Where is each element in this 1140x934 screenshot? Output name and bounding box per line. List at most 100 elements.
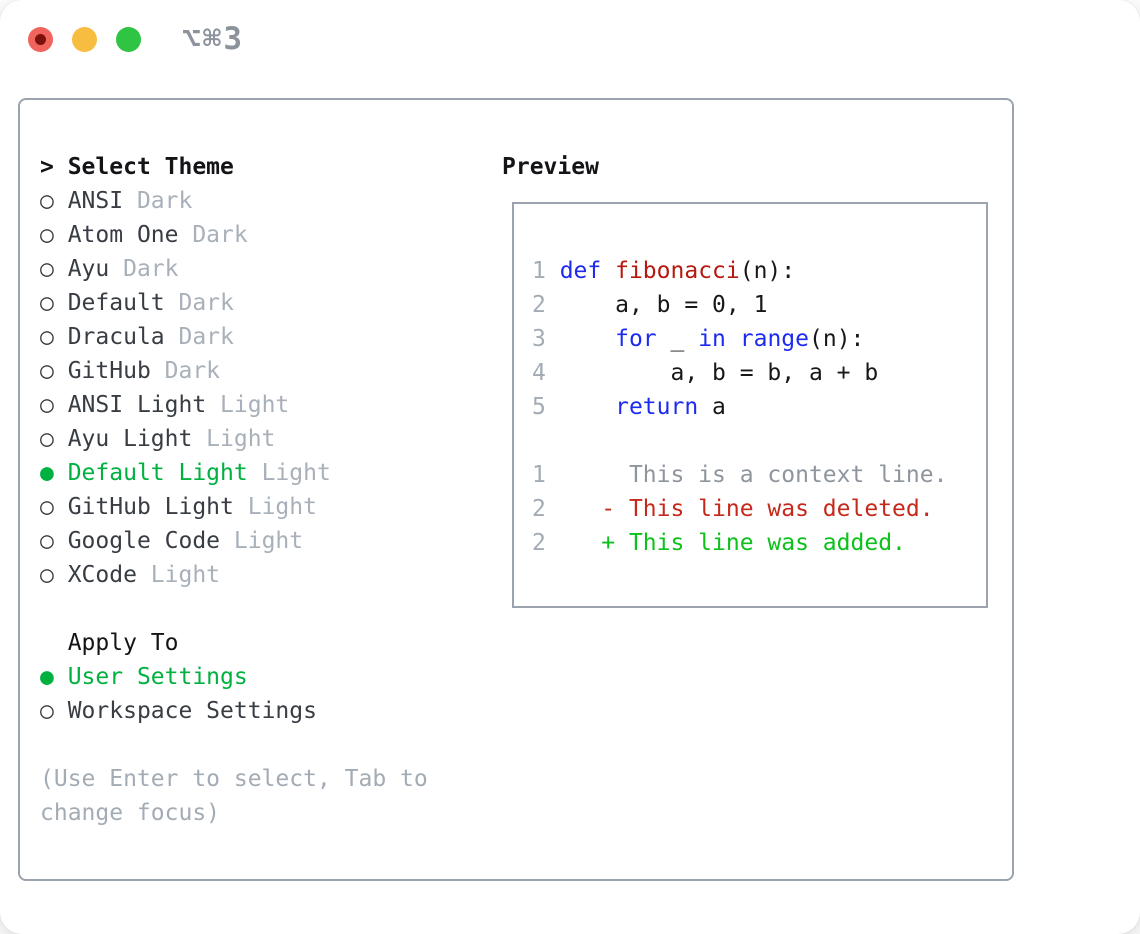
preview-code-line: 2 + This line was added. [532, 526, 986, 560]
line-number: 2 [532, 530, 560, 556]
code-segment-plain [560, 394, 615, 420]
code-segment-keyword: def [559, 258, 602, 284]
code-segment-plain [601, 258, 615, 284]
preview-code-line: 2 - This line was deleted. [532, 492, 986, 526]
theme-variant-badge: Light [206, 426, 276, 452]
radio-unselected-icon: ○ [40, 528, 54, 554]
code-segment-keyword: for [615, 326, 657, 352]
theme-name: GitHub Light [67, 494, 234, 520]
line-number: 1 [532, 462, 560, 488]
apply-option-name: User Settings [67, 664, 248, 690]
preview-code-line: 2 a, b = 0, 1 [532, 288, 986, 322]
theme-name: Default [67, 290, 165, 316]
theme-variant-badge: Light [247, 494, 317, 520]
keyboard-hint-line-1: (Use Enter to select, Tab to [40, 766, 428, 792]
apply-option-user-settings[interactable]: ● User Settings [40, 660, 428, 694]
radio-unselected-icon: ○ [40, 188, 54, 214]
theme-name: Default Light [67, 460, 248, 486]
line-number: 4 [532, 360, 560, 386]
theme-variant-badge: Light [150, 562, 221, 588]
section-gap [40, 728, 428, 762]
preview-code-line: 3 for _ in range(n): [532, 322, 986, 356]
code-segment-keyword: return [615, 394, 699, 420]
code-segment-plain: (n): [809, 326, 865, 352]
radio-unselected-icon: ○ [40, 494, 54, 520]
window-shortcut-label: ⌥⌘3 [182, 21, 244, 57]
theme-variant-badge: Light [220, 392, 290, 418]
code-segment-plain: a, b = 0, 1 [559, 292, 768, 318]
select-theme-header: >Select Theme [40, 150, 428, 184]
line-number [532, 428, 560, 454]
theme-name: ANSI Light [67, 392, 207, 418]
theme-name: XCode [67, 562, 137, 588]
radio-selected-icon: ● [40, 664, 54, 690]
theme-option-ansi-light[interactable]: ○ ANSI Light Light [40, 388, 428, 422]
radio-unselected-icon: ○ [40, 698, 54, 724]
select-theme-header-label: Select Theme [67, 154, 234, 180]
code-segment-keyword: range [739, 326, 809, 352]
theme-option-default[interactable]: ○ Default Dark [40, 286, 428, 320]
theme-variant-badge: Light [261, 460, 331, 486]
theme-option-default-light[interactable]: ● Default Light Light [40, 456, 428, 490]
code-segment-keyword: in [698, 326, 726, 352]
theme-option-github[interactable]: ○ GitHub Dark [40, 354, 428, 388]
code-segment-plain: (n): [739, 258, 796, 284]
theme-name: Atom One [67, 222, 179, 248]
radio-unselected-icon: ○ [40, 358, 54, 384]
line-number: 1 [532, 258, 560, 284]
theme-option-google-code[interactable]: ○ Google Code Light [40, 524, 428, 558]
apply-to-header: Apply To [67, 630, 179, 656]
line-number: 2 [532, 292, 560, 318]
zoom-button[interactable] [116, 26, 141, 52]
line-number: 2 [532, 496, 560, 522]
apply-option-workspace-settings[interactable]: ○ Workspace Settings [40, 694, 428, 728]
theme-name: Ayu Light [67, 426, 193, 452]
code-segment-plain: a [698, 394, 726, 420]
theme-variant-badge: Dark [123, 256, 179, 282]
radio-selected-icon: ● [40, 460, 54, 486]
radio-unselected-icon: ○ [40, 222, 54, 248]
theme-name: Dracula [67, 324, 165, 350]
theme-variant-badge: Light [233, 528, 304, 554]
code-segment-plain: a, b = b, a + b [559, 360, 879, 386]
theme-variant-badge: Dark [164, 358, 221, 384]
code-segment-function: fibonacci [615, 258, 740, 284]
theme-name: Ayu [67, 256, 110, 282]
theme-variant-badge: Dark [178, 324, 234, 350]
preview-code-line: 1 def fibonacci(n): [532, 254, 986, 288]
keyboard-hint-line-2: change focus) [40, 800, 221, 826]
theme-name: ANSI [67, 188, 124, 214]
close-button[interactable] [28, 26, 53, 52]
code-segment-added: + This line was added. [559, 530, 906, 556]
apply-option-name: Workspace Settings [67, 698, 317, 724]
radio-unselected-icon: ○ [40, 426, 54, 452]
theme-option-ayu-light[interactable]: ○ Ayu Light Light [40, 422, 428, 456]
radio-unselected-icon: ○ [40, 392, 54, 418]
code-segment-plain [560, 326, 615, 352]
line-number: 3 [532, 326, 560, 352]
preview-code-line: 1 This is a context line. [532, 458, 986, 492]
radio-unselected-icon: ○ [40, 290, 54, 316]
minimize-button[interactable] [72, 26, 97, 52]
theme-variant-badge: Dark [178, 290, 234, 316]
preview-code-line [532, 424, 986, 458]
theme-option-github-light[interactable]: ○ GitHub Light Light [40, 490, 428, 524]
code-segment-plain [726, 326, 740, 352]
preview-code-line: 4 a, b = b, a + b [532, 356, 986, 390]
code-segment-context: This is a context line. [559, 462, 948, 488]
theme-name: Google Code [67, 528, 221, 554]
theme-option-xcode[interactable]: ○ XCode Light [40, 558, 428, 592]
theme-name: GitHub [67, 358, 151, 384]
radio-unselected-icon: ○ [40, 562, 54, 588]
preview-header: Preview [502, 154, 599, 180]
